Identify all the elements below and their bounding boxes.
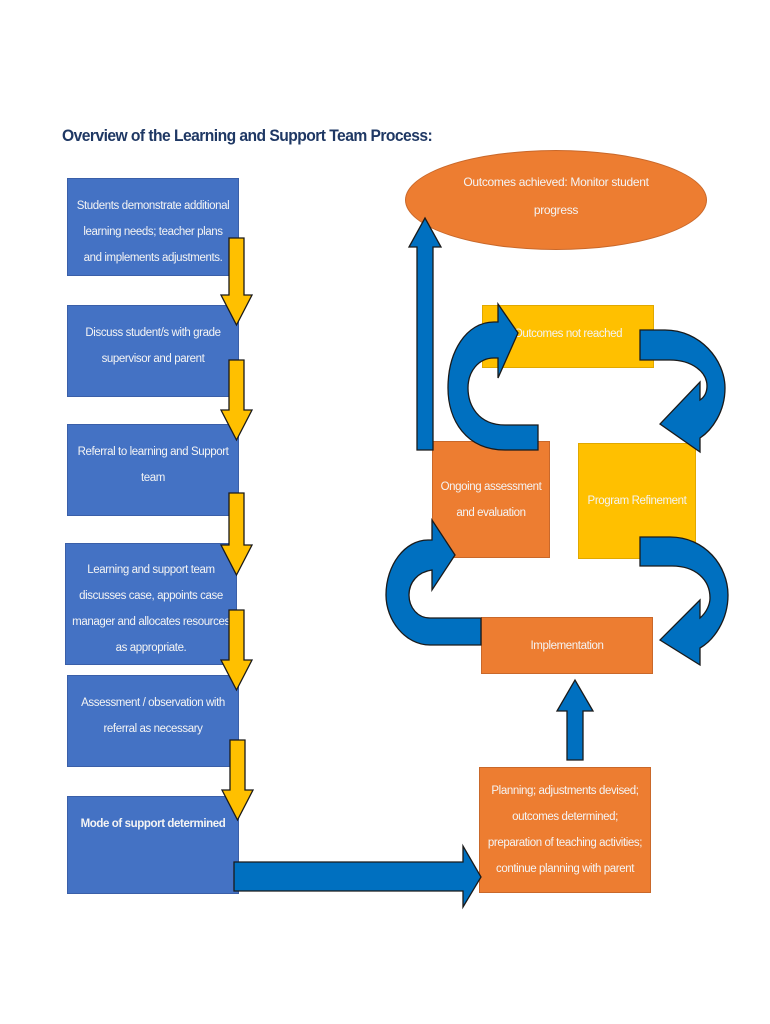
ongoing-assessment-label: Ongoing assessment and evaluation [440,480,542,519]
blue-right-arrow [233,843,482,910]
planning-label: Planning; adjustments devised; outcomes … [487,785,643,875]
outcomes-not-reached-box: Outcomes not reached [482,305,654,368]
step-box-6: Mode of support determined [67,796,239,894]
ongoing-assessment-box: Ongoing assessment and evaluation [432,441,550,558]
program-refinement-label: Program Refinement [587,495,687,507]
planning-box: Planning; adjustments devised; outcomes … [479,767,651,893]
step-box-2: Discuss student/s with grade supervisor … [67,305,239,397]
step-label: Students demonstrate additional learning… [76,200,230,264]
page-title: Overview of the Learning and Support Tea… [62,126,433,145]
step-box-4: Learning and support team discusses case… [65,543,237,665]
step-label: Mode of support determined [80,818,226,830]
step-box-1: Students demonstrate additional learning… [67,178,239,276]
outcomes-achieved-label: Outcomes achieved: Monitor student progr… [463,175,649,217]
step-label: Discuss student/s with grade supervisor … [85,327,221,365]
implementation-label: Implementation [530,639,604,652]
blue-up-arrow-achieved [407,216,443,451]
step-label: Assessment / observation with referral a… [81,697,225,735]
step-label: Learning and support team discusses case… [72,564,230,654]
program-refinement-box: Program Refinement [578,443,696,559]
outcomes-not-reached-label: Outcomes not reached [513,328,623,340]
step-label: Referral to learning and Support team [77,446,229,484]
step-box-3: Referral to learning and Support team [67,424,239,516]
outcomes-achieved-ellipse: Outcomes achieved: Monitor student progr… [405,150,707,250]
step-box-5: Assessment / observation with referral a… [67,675,239,767]
blue-up-arrow-planning [555,678,595,761]
implementation-box: Implementation [481,617,653,674]
